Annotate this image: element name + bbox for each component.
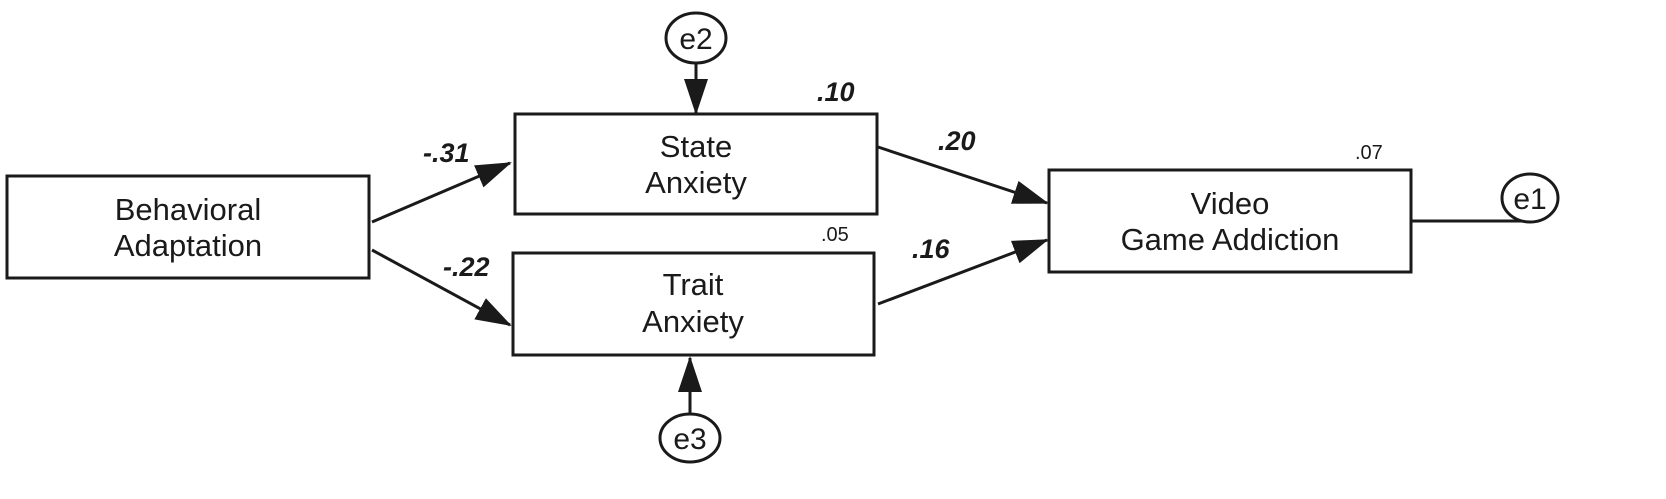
node-state-anxiety: State Anxiety (513, 112, 879, 216)
r2-video-game-addiction: .07 (1355, 142, 1383, 164)
node-label-line1: Behavioral (115, 192, 261, 227)
coef-ba-to-trait: -.22 (443, 252, 490, 282)
node-label-line2: Adaptation (114, 228, 262, 263)
error-label: e2 (679, 23, 712, 56)
error-e3: e3 (658, 412, 722, 464)
node-label-line1: Trait (663, 267, 724, 302)
path-state-to-vga (877, 145, 1049, 205)
node-label-line2: Anxiety (642, 304, 744, 339)
node-label-line2: Game Addiction (1121, 222, 1340, 257)
r2-trait-anxiety: .05 (821, 224, 849, 246)
node-behavioral-adaptation: Behavioral Adaptation (5, 174, 371, 280)
node-label-line2: Anxiety (645, 165, 747, 200)
coef-trait-to-vga: .16 (912, 234, 951, 264)
error-e2: e2 (664, 11, 728, 65)
node-label-line1: State (660, 129, 732, 164)
path-ba-to-state (371, 161, 512, 224)
coef-state-to-vga: .20 (938, 126, 976, 156)
node-label-line1: Video (1191, 186, 1270, 221)
r2-state-anxiety: .10 (817, 77, 855, 107)
path-ba-to-trait (371, 248, 512, 327)
error-e1: e1 (1500, 172, 1560, 224)
node-trait-anxiety: Trait Anxiety (511, 251, 876, 357)
path-trait-to-vga (877, 238, 1049, 306)
coef-ba-to-state: -.31 (423, 138, 470, 168)
error-label: e3 (673, 423, 706, 456)
error-label: e1 (1513, 183, 1546, 216)
node-video-game-addiction: Video Game Addiction (1047, 168, 1413, 274)
